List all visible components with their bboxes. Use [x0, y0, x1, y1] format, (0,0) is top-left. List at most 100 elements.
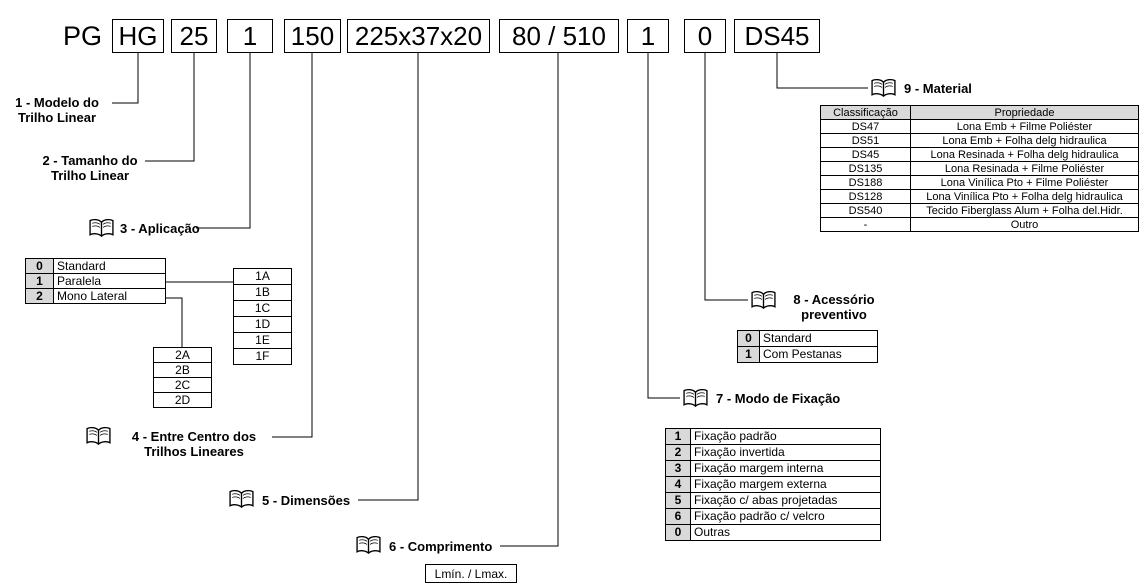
code-segment-fixacao: 1 [627, 19, 669, 53]
connector-line [145, 53, 195, 162]
table-row: 0 Outras [665, 524, 881, 541]
code-segment-material: DS45 [734, 19, 820, 53]
book-icon [89, 218, 114, 238]
option-cell: 2A [153, 347, 212, 363]
table-row: 3 Fixação margem interna [665, 460, 881, 477]
table-row: 0 Standard [25, 258, 166, 274]
material-code: DS135 [820, 161, 911, 176]
table-row: 2C [153, 377, 212, 393]
connector-line [196, 53, 251, 229]
fixacao-table: 1 Fixação padrão 2 Fixação invertida 3 F… [665, 428, 881, 541]
material-property: Lona Vinílica Pto + Folha delg hidraulic… [910, 189, 1139, 204]
column-header-propriedade: Propriedade [910, 105, 1139, 120]
label-dimensoes: 5 - Dimensões [262, 493, 351, 508]
label-acessorio-preventivo: 8 - Acessório preventivo [782, 292, 886, 322]
material-code: DS45 [820, 147, 911, 162]
option-code: 2 [25, 288, 54, 304]
table-row: 1 Com Pestanas [737, 346, 878, 363]
table-row: 1 Paralela [25, 273, 166, 289]
code-segment-tamanho: 25 [171, 19, 217, 53]
book-icon [229, 489, 254, 509]
book-icon [683, 388, 708, 408]
option-label: Paralela [53, 273, 166, 289]
option-cell: 2D [153, 392, 212, 408]
option-label: Outras [690, 524, 881, 541]
option-label: Standard [53, 258, 166, 274]
table-row: 6 Fixação padrão c/ velcro [665, 508, 881, 525]
table-row: 4 Fixação margem externa [665, 476, 881, 493]
option-cell: 1F [233, 348, 292, 365]
table-row: DS128 Lona Vinílica Pto + Folha delg hid… [820, 189, 1139, 204]
option-code: 3 [665, 460, 691, 477]
label-line: Trilhos Lineares [144, 444, 244, 459]
material-code: DS540 [820, 203, 911, 218]
book-icon [356, 535, 381, 555]
option-cell: 1D [233, 316, 292, 333]
material-code: DS51 [820, 133, 911, 148]
code-segment-entre-centro: 150 [284, 19, 341, 53]
option-label: Com Pestanas [759, 346, 878, 363]
label-modo-fixacao: 7 - Modo de Fixação [716, 391, 841, 406]
material-property: Outro [910, 217, 1139, 232]
table-header-row: Classificação Propriedade [820, 105, 1139, 120]
table-row: 1D [233, 316, 292, 333]
label-line: 1 - Modelo do [15, 95, 99, 110]
code-prefix: PG [63, 20, 103, 51]
material-property: Lona Vinílica Pto + Filme Poliéster [910, 175, 1139, 190]
material-property: Lona Resinada + Folha delg hidraulica [910, 147, 1139, 162]
label-material: 9 - Material [904, 81, 972, 96]
label-line: 2 - Tamanho do [42, 153, 138, 168]
table-row: 2 Fixação invertida [665, 444, 881, 461]
book-icon [751, 290, 776, 310]
connector-line [500, 53, 559, 547]
label-comprimento: 6 - Comprimento [389, 539, 493, 554]
material-table: Classificação Propriedade DS47 Lona Emb … [820, 105, 1139, 232]
option-label: Fixação invertida [690, 444, 881, 461]
acessorio-table: 0 Standard 1 Com Pestanas [737, 330, 878, 363]
material-property: Tecido Fiberglass Alum + Folha del.Hidr. [910, 203, 1139, 218]
label-line: preventivo [801, 307, 867, 322]
book-icon [871, 78, 896, 98]
option-label: Mono Lateral [53, 288, 166, 304]
option-label: Fixação margem interna [690, 460, 881, 477]
label-entre-centro: 4 - Entre Centro dos Trilhos Lineares [118, 429, 270, 459]
code-segment-modelo: HG [112, 19, 164, 53]
connector-line [165, 297, 183, 347]
label-line: Trilho Linear [17, 110, 96, 125]
material-code: - [820, 217, 911, 232]
material-code: DS188 [820, 175, 911, 190]
code-segment-dimensoes: 225x37x20 [347, 19, 490, 53]
mono-lateral-options-table: 2A 2B 2C 2D [153, 347, 212, 408]
table-row: 1F [233, 348, 292, 365]
material-code: DS47 [820, 119, 911, 134]
connector-line [112, 53, 139, 104]
label-tamanho-trilho: 2 - Tamanho do Trilho Linear [35, 153, 145, 183]
table-row: DS45 Lona Resinada + Folha delg hidrauli… [820, 147, 1139, 162]
option-label: Fixação margem externa [690, 476, 881, 493]
option-cell: 2C [153, 377, 212, 393]
table-row: 1A [233, 268, 292, 285]
option-code: 1 [665, 428, 691, 445]
paralela-options-table: 1A 1B 1C 1D 1E 1F [233, 268, 292, 365]
connector-line [704, 53, 748, 301]
table-row: DS47 Lona Emb + Filme Poliéster [820, 119, 1139, 134]
option-code: 2 [665, 444, 691, 461]
aplicacao-table: 0 Standard 1 Paralela 2 Mono Lateral [25, 258, 166, 304]
table-row: 1 Fixação padrão [665, 428, 881, 445]
table-row: DS51 Lona Emb + Folha delg hidraulica [820, 133, 1139, 148]
table-row: 1C [233, 300, 292, 317]
option-label: Fixação padrão c/ velcro [690, 508, 881, 525]
table-row: DS540 Tecido Fiberglass Alum + Folha del… [820, 203, 1139, 218]
table-row: 2B [153, 362, 212, 378]
material-property: Lona Emb + Folha delg hidraulica [910, 133, 1139, 148]
material-property: Lona Resinada + Filme Poliéster [910, 161, 1139, 176]
label-line: Trilho Linear [50, 168, 129, 183]
connector-line [272, 53, 313, 438]
table-row: DS188 Lona Vinílica Pto + Filme Poliéste… [820, 175, 1139, 190]
column-header-classificacao: Classificação [820, 105, 911, 120]
table-row: 0 Standard [737, 330, 878, 347]
option-cell: 1E [233, 332, 292, 349]
code-segment-aplicacao: 1 [227, 19, 273, 53]
